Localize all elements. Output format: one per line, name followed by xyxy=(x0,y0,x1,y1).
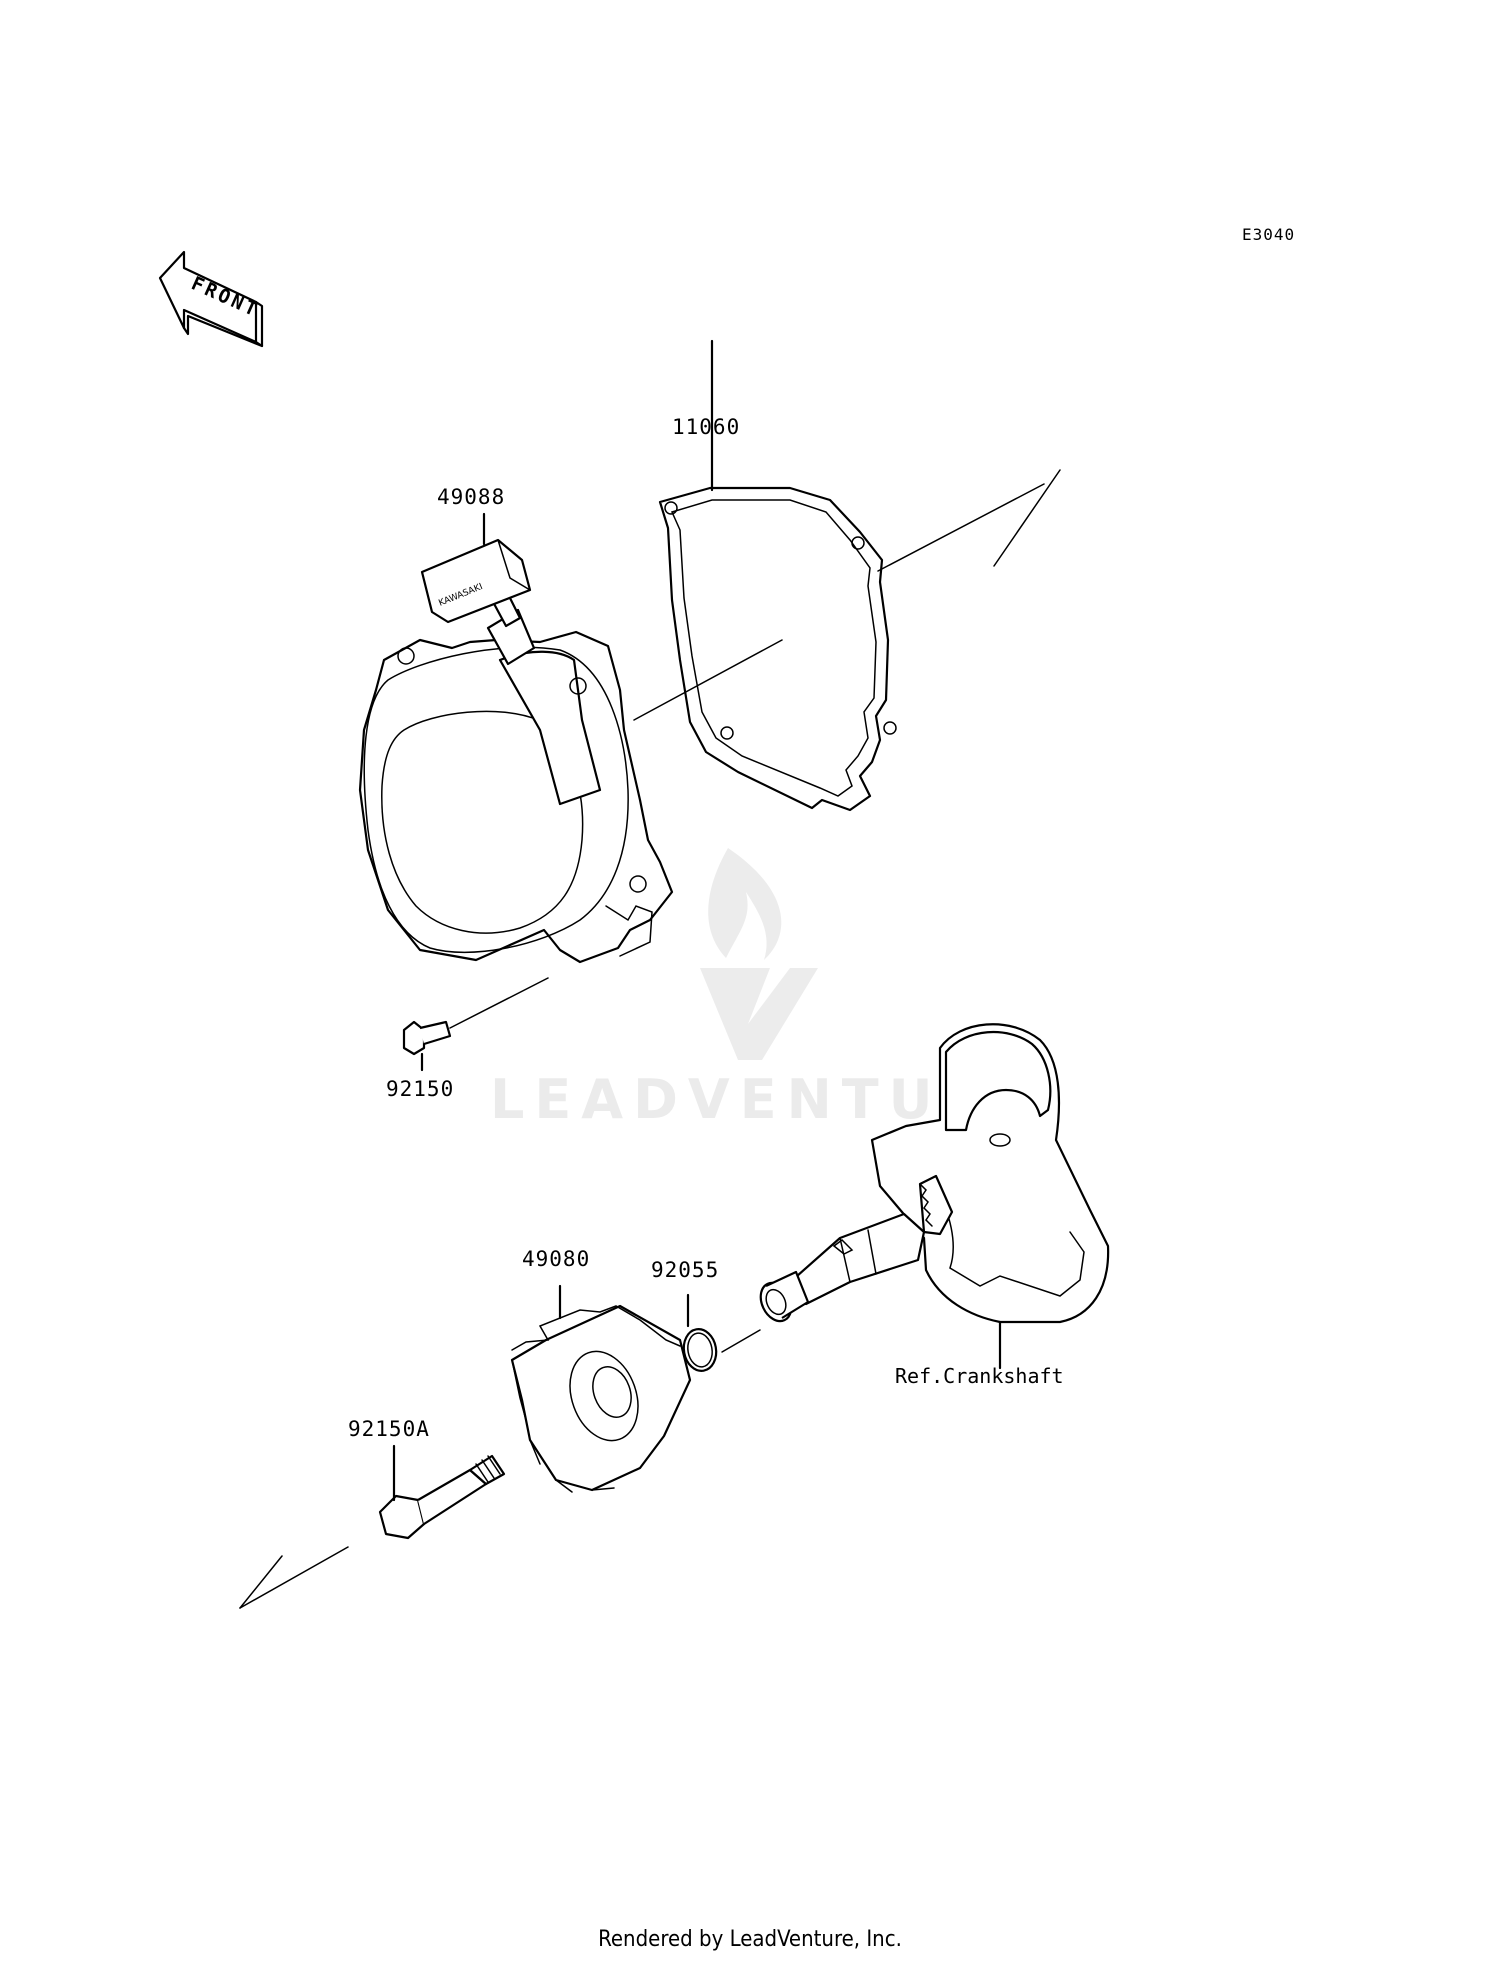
label-92150: 92150 xyxy=(386,1077,454,1101)
front-arrow-icon: FRONT xyxy=(158,250,264,348)
label-crankshaft: Ref.Crankshaft xyxy=(895,1364,1064,1388)
label-49080: 49080 xyxy=(522,1247,590,1271)
axis-line-right xyxy=(877,483,1045,572)
label-49088: 49088 xyxy=(437,485,505,509)
diagram-code: E3040 xyxy=(1242,225,1295,244)
recoil-starter-49088: KAWASAKI 49088 xyxy=(358,485,674,964)
bolt-92150a: 92150A xyxy=(348,1417,506,1540)
o-ring-92055: 92055 xyxy=(651,1258,719,1372)
crankshaft-ref: Ref.Crankshaft xyxy=(759,1023,1110,1388)
label-11060: 11060 xyxy=(672,415,740,439)
label-92150a: 92150A xyxy=(348,1417,430,1441)
gasket-11060: 11060 xyxy=(658,339,897,812)
pulley-49080: 49080 xyxy=(510,1247,692,1493)
axis-line-upper xyxy=(633,639,783,721)
footer-credit: Rendered by LeadVenture, Inc. xyxy=(598,1927,902,1952)
label-92055: 92055 xyxy=(651,1258,719,1282)
bolt-92150: 92150 xyxy=(386,977,549,1101)
axis-line-lower xyxy=(239,1546,349,1609)
